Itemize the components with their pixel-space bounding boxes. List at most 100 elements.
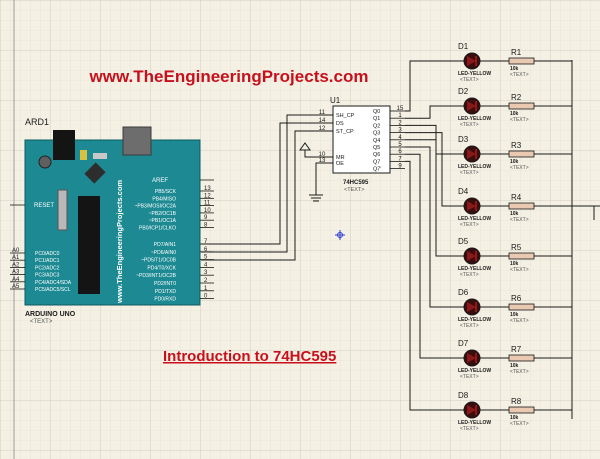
analog-pin-label: A3 bbox=[12, 270, 20, 276]
shift-register-pin-label: Q4 bbox=[373, 138, 380, 144]
led-diode-icon bbox=[467, 201, 476, 211]
led-type: LED-YELLOW bbox=[458, 368, 491, 374]
shift-register-pin-label: Q5 bbox=[373, 145, 380, 151]
digital-pin-func: PD4/T0/XCK bbox=[147, 265, 176, 271]
digital-pin-number: 1 bbox=[204, 286, 208, 292]
resistor-ref: R3 bbox=[511, 141, 522, 150]
led-type: LED-YELLOW bbox=[458, 216, 491, 222]
reset-button bbox=[38, 155, 52, 169]
resistor-text: <TEXT> bbox=[510, 318, 529, 324]
arduino-ref-label: ARD1 bbox=[25, 117, 49, 127]
shift-register-pin-number: 9 bbox=[398, 164, 402, 170]
resistor-ref: R5 bbox=[511, 243, 522, 252]
resistor-text: <TEXT> bbox=[510, 117, 529, 123]
shift-register-pin-label: Q0 bbox=[373, 109, 380, 115]
shift-register-pin-label: Q7 bbox=[373, 159, 380, 165]
digital-pin-func: ~PB3/MOSI/OC2A bbox=[134, 204, 176, 210]
led-text: <TEXT> bbox=[460, 222, 479, 228]
shift-register-pin-label: SH_CP bbox=[336, 113, 355, 119]
led-ref: D6 bbox=[458, 288, 469, 297]
regulator bbox=[84, 162, 106, 184]
atmega-chip bbox=[78, 196, 100, 294]
digital-pin-number: 8 bbox=[204, 223, 208, 229]
arduino-uno: ARD1 RESET AREF www.TheEngineeringProjec… bbox=[10, 117, 214, 325]
led-ref: D7 bbox=[458, 339, 469, 348]
ground-symbol bbox=[309, 162, 333, 202]
shift-register-pin-number: 10 bbox=[319, 152, 326, 158]
resistor-text: <TEXT> bbox=[510, 217, 529, 223]
digital-pin-number: 6 bbox=[204, 247, 208, 253]
power-jack bbox=[53, 130, 75, 160]
arduino-board bbox=[24, 139, 201, 306]
resistor-value: 10k bbox=[510, 363, 519, 369]
led-type: LED-YELLOW bbox=[458, 164, 491, 170]
digital-pin-func: PB5/SCK bbox=[155, 189, 177, 195]
led-ref: D2 bbox=[458, 87, 469, 96]
led-ref: D5 bbox=[458, 237, 469, 246]
resistor-value: 10k bbox=[510, 312, 519, 318]
led-diode-icon bbox=[467, 56, 476, 66]
analog-pin-label: A0 bbox=[12, 248, 20, 254]
led-text: <TEXT> bbox=[460, 426, 479, 432]
shift-register-pin-label: Q7' bbox=[373, 167, 381, 173]
led-text: <TEXT> bbox=[460, 122, 479, 128]
resistor-body bbox=[508, 252, 535, 260]
led-type: LED-YELLOW bbox=[458, 317, 491, 323]
analog-pin-func: PC1/ADC1 bbox=[35, 258, 60, 264]
site-title: www.TheEngineeringProjects.com bbox=[89, 67, 369, 86]
output-wire bbox=[405, 105, 464, 119]
resistor-value: 10k bbox=[510, 415, 519, 421]
output-wire bbox=[405, 139, 464, 257]
resistor-text: <TEXT> bbox=[510, 165, 529, 171]
resistor-value: 10k bbox=[510, 159, 519, 165]
shift-register-text: <TEXT> bbox=[344, 187, 364, 193]
digital-pin-func: PD2/INT0 bbox=[154, 281, 176, 287]
output-wire bbox=[405, 146, 464, 308]
resistor-value: 10k bbox=[510, 211, 519, 217]
output-wire bbox=[405, 153, 464, 359]
digital-pin-number: 7 bbox=[204, 239, 208, 245]
resistor-value: 10k bbox=[510, 111, 519, 117]
resistor-ref: R2 bbox=[511, 93, 522, 102]
digital-pin-func: PD1/TXD bbox=[155, 289, 177, 295]
output-wire bbox=[405, 60, 464, 112]
resistor-text: <TEXT> bbox=[510, 72, 529, 78]
led-type: LED-YELLOW bbox=[458, 266, 491, 272]
arduino-type-label: ARDUINO UNO bbox=[25, 311, 76, 318]
led-text: <TEXT> bbox=[460, 170, 479, 176]
shift-register-pin-label: Q2 bbox=[373, 123, 380, 129]
control-wires bbox=[201, 114, 333, 261]
resistor-value: 10k bbox=[510, 261, 519, 267]
resistor-text: <TEXT> bbox=[510, 369, 529, 375]
shift-register-pin-number: 14 bbox=[319, 118, 326, 124]
digital-pin-number: 2 bbox=[204, 278, 208, 284]
resistor-body bbox=[508, 57, 535, 65]
reset-label: RESET bbox=[34, 203, 54, 209]
arduino-text-label: <TEXT> bbox=[30, 319, 53, 325]
shift-register-pin-number: 6 bbox=[398, 149, 402, 155]
led-diode-icon bbox=[467, 302, 476, 312]
resistor-value: 10k bbox=[510, 66, 519, 72]
power-symbol bbox=[299, 142, 333, 158]
usb-connector bbox=[122, 126, 152, 156]
resistor-body bbox=[508, 354, 535, 362]
shift-register-pin-label: Q6 bbox=[373, 152, 380, 158]
digital-pin-func: ~PD5/T1/OC0B bbox=[141, 258, 177, 264]
shift-register-pin-label: OE bbox=[336, 161, 344, 167]
aref-label: AREF bbox=[152, 178, 168, 184]
shift-register-pin-number: 13 bbox=[319, 158, 326, 164]
digital-pin-func: ~PB1/OC1A bbox=[149, 218, 177, 224]
digital-pin-func: PB4/MISO bbox=[152, 196, 176, 202]
digital-pin-func: ~PB2/OC1B bbox=[149, 211, 177, 217]
shift-register-pin-number: 11 bbox=[319, 110, 326, 116]
digital-pin-number: 13 bbox=[204, 186, 211, 192]
shift-register-pin-label: MR bbox=[336, 155, 345, 161]
crystal bbox=[57, 189, 68, 231]
led-diode-icon bbox=[467, 101, 476, 111]
capacitor-1 bbox=[80, 150, 87, 160]
resistor-body bbox=[508, 303, 535, 311]
